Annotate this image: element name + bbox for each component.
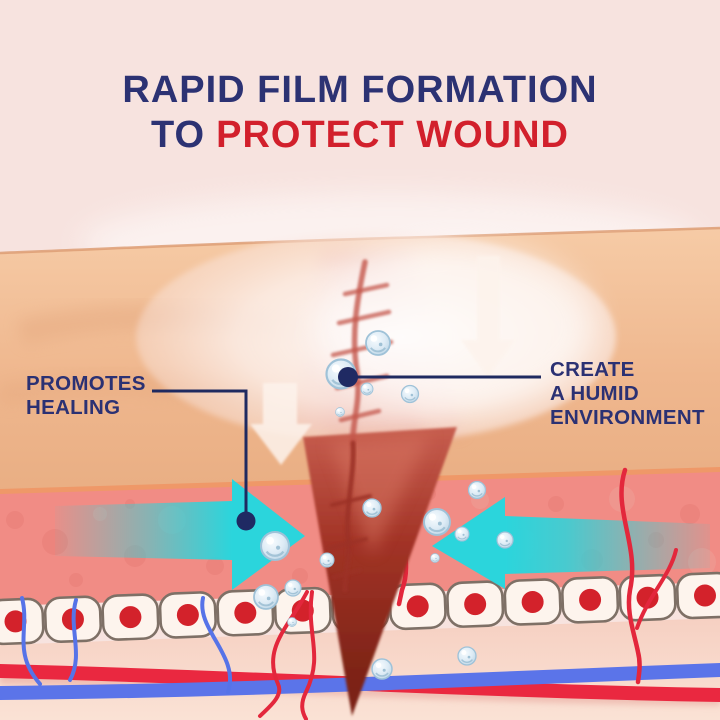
bubble-icon (454, 526, 470, 542)
title-line-1: RAPID FILM FORMATION (122, 69, 598, 111)
bubble-icon (457, 646, 477, 666)
bubble-icon (362, 498, 382, 518)
bubble-icon (287, 617, 297, 627)
callout-humid-environment: CREATE A HUMID ENVIRONMENT (550, 358, 705, 431)
callout-dot-left (236, 511, 256, 531)
bubble-icon (422, 507, 452, 537)
bubble-icon (335, 407, 345, 417)
bubble-icon (365, 330, 391, 356)
title-line-2-highlight: PROTECT WOUND (216, 113, 569, 156)
inward-arrow-left-icon (432, 497, 710, 589)
callout-dot-right (338, 367, 358, 387)
callout-left-line-1: PROMOTES (26, 372, 146, 395)
callout-right-line-1: CREATE (550, 358, 635, 381)
bubble-icon (371, 658, 393, 680)
callout-left-line-2: HEALING (26, 396, 121, 420)
callout-line-left (152, 389, 248, 512)
bubble-icon (400, 384, 420, 404)
bubble-icon (360, 382, 374, 396)
bubble-icon (467, 480, 487, 500)
bubble-icon (259, 530, 291, 562)
callout-right-line-3: ENVIRONMENT (550, 406, 705, 430)
down-arrow-icon (250, 383, 312, 465)
bubble-icon (284, 579, 302, 597)
bubble-icon (253, 584, 279, 610)
bubble-icon (496, 531, 514, 549)
title-line-2-prefix: TO (151, 113, 206, 156)
bubble-icon (430, 553, 440, 563)
callout-connectors (152, 367, 541, 531)
down-arrow-icon (461, 256, 515, 378)
callout-right-line-2: A HUMID (550, 382, 640, 406)
callout-promotes-healing: PROMOTES HEALING (26, 372, 146, 420)
bubble-icon (319, 552, 335, 568)
scar (328, 259, 394, 593)
